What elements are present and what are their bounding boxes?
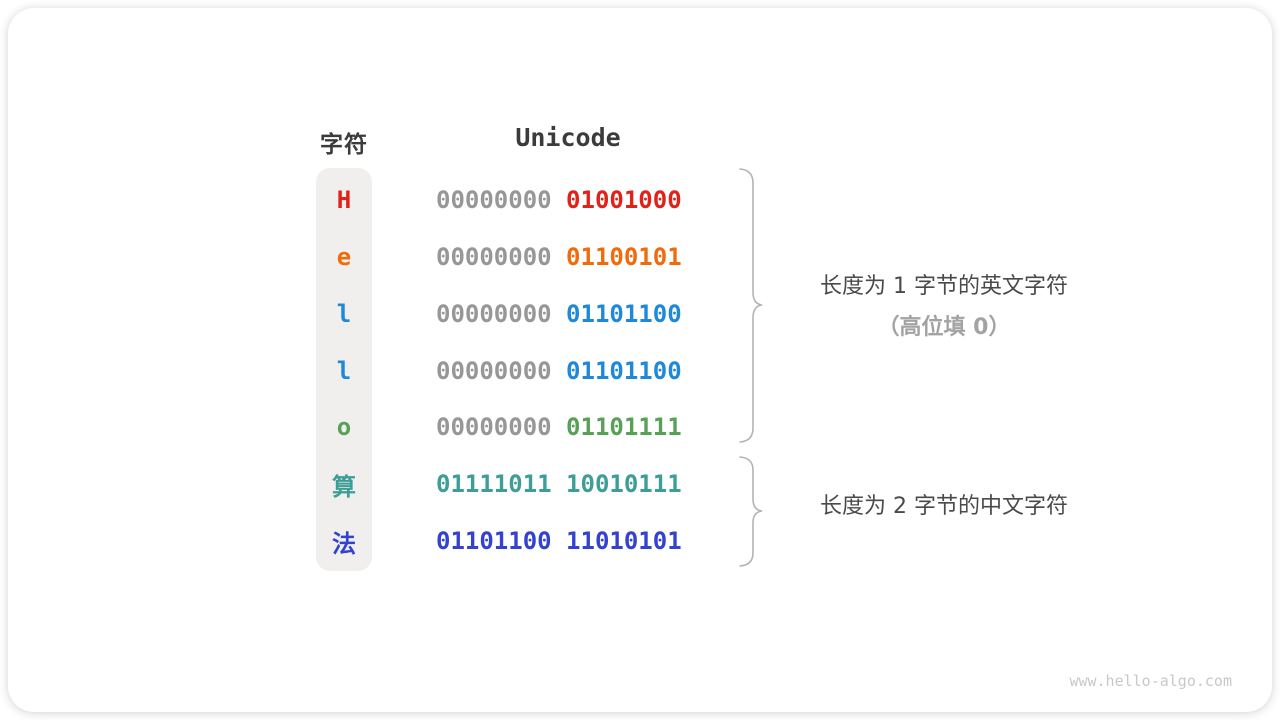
character-cell: 算 [332, 472, 356, 501]
watermark-url: www.hello-algo.com [1069, 672, 1232, 690]
character-cell: e [336, 242, 352, 271]
unicode-binary-cell: 00000000 01101100 [436, 343, 682, 399]
byte-separator [552, 527, 566, 555]
annotation-chinese-chars: 长度为 2 字节的中文字符 [820, 494, 1068, 519]
table-row: H 00000000 01001000 [8, 172, 1272, 228]
byte-separator [552, 470, 566, 498]
character-column-background [316, 168, 372, 571]
table-row: 算 01111011 10010111 [8, 456, 1272, 512]
unicode-binary-cell: 00000000 01101111 [436, 399, 682, 455]
diagram-card: 字符 Unicode H 00000000 01001000 e 00000000 0… [8, 8, 1272, 712]
byte-separator [552, 300, 566, 328]
annotation-english-chars: 长度为 1 字节的英文字符 [820, 274, 1068, 299]
unicode-binary-cell: 00000000 01101100 [436, 286, 682, 342]
column-header-unicode: Unicode [515, 123, 621, 152]
low-byte: 11010101 [566, 527, 682, 556]
byte-separator [552, 186, 566, 214]
high-byte: 00000000 [436, 242, 552, 271]
low-byte: 01101100 [566, 299, 682, 328]
unicode-binary-cell: 00000000 01100101 [436, 229, 682, 285]
unicode-binary-cell: 00000000 01001000 [436, 172, 682, 228]
table-row: e 00000000 01100101 [8, 229, 1272, 285]
character-cell: l [336, 299, 352, 328]
high-byte: 01101100 [436, 527, 552, 556]
high-byte: 01111011 [436, 470, 552, 499]
low-byte: 01101100 [566, 356, 682, 385]
unicode-binary-cell: 01111011 10010111 [436, 456, 682, 512]
low-byte: 01101111 [566, 413, 682, 442]
character-cell: l [336, 356, 352, 385]
byte-separator [552, 413, 566, 441]
encoding-table: H 00000000 01001000 e 00000000 01100101 l 000… [8, 8, 1272, 712]
table-row: l 00000000 01101100 [8, 343, 1272, 399]
character-cell: o [336, 413, 352, 442]
low-byte: 01001000 [566, 186, 682, 214]
high-byte: 00000000 [436, 413, 552, 442]
high-byte: 00000000 [436, 186, 552, 214]
annotation-high-bits-zero: （高位填 0） [877, 315, 1011, 340]
byte-separator [552, 357, 566, 385]
table-row: 法 01101100 11010101 [8, 513, 1272, 569]
high-byte: 00000000 [436, 356, 552, 385]
unicode-binary-cell: 01101100 11010101 [436, 513, 682, 569]
table-row: l 00000000 01101100 [8, 286, 1272, 342]
table-row: o 00000000 01101111 [8, 399, 1272, 455]
column-header-character: 字符 [320, 132, 368, 158]
character-cell: 法 [332, 529, 356, 558]
character-cell: H [336, 186, 352, 214]
low-byte: 10010111 [566, 470, 682, 499]
high-byte: 00000000 [436, 299, 552, 328]
low-byte: 01100101 [566, 242, 682, 271]
byte-separator [552, 243, 566, 271]
